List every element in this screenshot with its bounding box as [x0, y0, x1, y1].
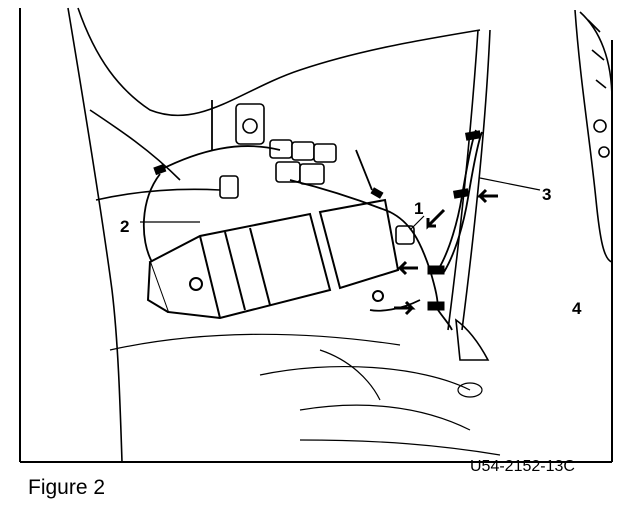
relay-cluster: [219, 103, 415, 245]
figure-code: U54-2152-13C: [470, 458, 575, 475]
control-module: [146, 198, 400, 320]
callout-2: 2: [120, 217, 129, 236]
leader-lines: [140, 177, 541, 231]
body-panel-left: [67, 7, 481, 463]
pointer-arrows: [394, 188, 498, 316]
floor-contours: [109, 333, 501, 456]
door-frame-right: [447, 9, 613, 361]
callout-4: 4: [572, 299, 582, 318]
wiring-harness: [142, 100, 483, 331]
frame-lines: [19, 8, 613, 463]
harness-clips: [153, 130, 482, 311]
callout-1: 1: [414, 199, 423, 218]
callout-3: 3: [542, 185, 551, 204]
figure-caption: Figure 2: [28, 476, 106, 499]
